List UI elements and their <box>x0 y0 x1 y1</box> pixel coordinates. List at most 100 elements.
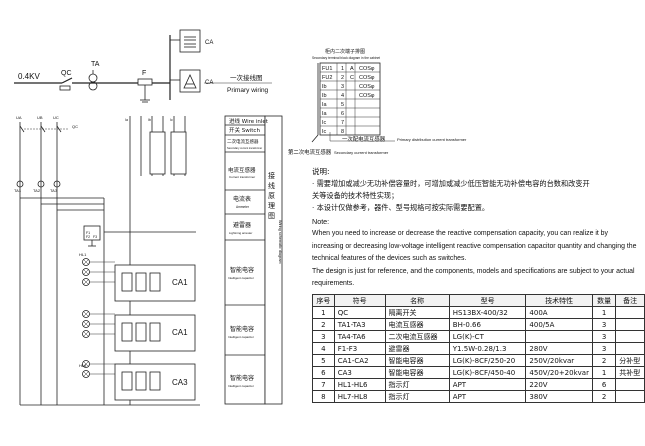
header-model: 型号 <box>448 294 527 307</box>
parts-table-header: 序号 符号 名称 型号 技术特性 数量 备注 <box>312 294 645 307</box>
header-name: 名称 <box>384 294 450 307</box>
hl8-label: HL8 <box>79 363 87 368</box>
qc-label: QC <box>61 70 72 77</box>
parts-cell: CA1-CA2 <box>333 354 386 367</box>
header-spec: 技术特性 <box>525 294 593 307</box>
side-panel: 进线 Wire inlet 开关 Switch 二次电流互感器 Secondar… <box>224 115 283 405</box>
terminal-cell-num: 7 <box>341 120 344 126</box>
parts-cell <box>615 390 645 403</box>
terminal-title-en: Secondary terminal block diagram in the … <box>312 56 380 60</box>
parts-cell: 2 <box>312 318 335 331</box>
side-vertical-char: 线 <box>268 181 275 190</box>
ca1b-label: CA1 <box>172 328 188 337</box>
parts-cell: 6 <box>591 378 617 391</box>
parts-cell: 380V <box>525 390 593 403</box>
ta2-label: TA2 <box>33 188 41 193</box>
capacitor-cell <box>149 272 161 292</box>
side-item-secondary-ct: 二次电流互感器 <box>227 138 259 145</box>
capacitor-cell <box>135 371 147 391</box>
parts-cell: 隔离开关 <box>384 306 450 319</box>
side-item-capacitor-1-en: Intelligent capacitor <box>228 276 254 280</box>
terminal-cell-value: COSφ <box>359 75 375 81</box>
side-item-ct: 电流互感器 <box>228 166 256 174</box>
bus-label-a: UA <box>16 115 22 120</box>
f3-label: F3 <box>93 235 97 239</box>
ta-label: TA <box>91 61 100 68</box>
parts-cell: Y1.5W-0.28/1.3 <box>448 342 527 355</box>
bus-label-b: UB <box>37 115 43 120</box>
header-remark: 备注 <box>615 294 645 307</box>
terminal-cell-label: Ia <box>322 102 328 108</box>
terminal-cell-num: 3 <box>341 84 344 90</box>
capacitor-cell <box>135 272 147 292</box>
terminal-cell-num: 2 <box>341 75 344 81</box>
side-vertical-title-en: Wiring schematic diagram <box>278 220 282 264</box>
qc-switch-label: QC <box>72 124 78 129</box>
parts-cell <box>615 378 645 391</box>
parts-cell: 8 <box>312 390 335 403</box>
parts-cell: 3 <box>312 330 335 343</box>
side-item-capacitor-3-en: Intelligent capacitor <box>228 384 254 388</box>
parts-cell: 7 <box>312 378 335 391</box>
parts-cell: 智能电容器 <box>384 366 450 379</box>
parts-cell: TA4-TA6 <box>333 330 386 343</box>
capacitor-cell <box>121 322 133 342</box>
header-symbol: 符号 <box>333 294 386 307</box>
parts-cell: 450V/20+20kvar <box>525 366 593 379</box>
terminal-cell-label: Ic <box>322 129 327 135</box>
parts-cell: 220V <box>525 378 593 391</box>
parts-cell: 4 <box>312 342 335 355</box>
parts-cell: 二次电流互感器 <box>384 330 450 343</box>
parts-cell: 250V/20kvar <box>525 354 593 367</box>
side-item-arrester-en: Lightning arrester <box>229 231 252 235</box>
terminal-cell-code: C <box>350 75 354 81</box>
ib-col-label: Ib <box>148 118 151 122</box>
terminal-cell-label: Ib <box>322 84 327 90</box>
secondary-ct-en: Secondary current transformer <box>334 150 389 155</box>
parts-cell: 2 <box>591 354 617 367</box>
terminal-title-cn: 柜内二次端子排图 <box>325 48 365 55</box>
notes-heading: 说明: <box>312 167 330 176</box>
terminal-cell-value: COSφ <box>359 66 375 72</box>
side-item-ammeter-en: Ammeter <box>236 205 250 209</box>
terminal-cell-num: 6 <box>341 111 344 117</box>
terminal-cell-num: 8 <box>341 129 344 135</box>
primary-ct-en: Primary distribution current transformer <box>397 137 467 142</box>
f-label: F <box>142 70 146 77</box>
parts-cell <box>615 306 645 319</box>
terminal-cell-label: Ic <box>322 120 327 126</box>
terminal-cell-label: FU2 <box>322 75 332 81</box>
terminal-cell-label: FU1 <box>322 66 332 72</box>
side-vertical-char: 图 <box>268 212 275 220</box>
parts-cell <box>525 330 593 343</box>
parts-cell: 避雷器 <box>384 342 450 355</box>
primary-ct-cn: 一次配电流互感器 <box>342 135 386 143</box>
capacitor-cell <box>121 272 133 292</box>
parts-cell: F1-F3 <box>333 342 386 355</box>
parts-cell: 1 <box>591 306 617 319</box>
parts-cell: 指示灯 <box>384 390 450 403</box>
terminal-block-table: 柜内二次端子排图 Secondary terminal block diagra… <box>288 48 467 156</box>
parts-cell: 3 <box>591 318 617 331</box>
hl1-label: HL1 <box>79 252 87 257</box>
f1-label: F1 <box>86 231 90 235</box>
parts-cell: APT <box>448 378 527 391</box>
parts-cell: CA3 <box>333 366 386 379</box>
notes-line-2: 关等设备的技术特性实现； <box>312 191 399 200</box>
parts-cell: LG(K)-CT <box>448 330 527 343</box>
secondary-ct-cn: 第二次电流互感器 <box>288 148 332 156</box>
side-vertical-char: 理 <box>268 202 275 210</box>
terminal-cell-num: 5 <box>341 102 344 108</box>
parts-cell: 指示灯 <box>384 378 450 391</box>
side-item-ct-en: Current transformer <box>229 175 255 179</box>
note-en-para-1: When you need to increase or decrease th… <box>312 230 637 263</box>
parts-cell: 6 <box>312 366 335 379</box>
parts-cell <box>615 342 645 355</box>
terminal-cell-label: Ia <box>322 111 328 117</box>
